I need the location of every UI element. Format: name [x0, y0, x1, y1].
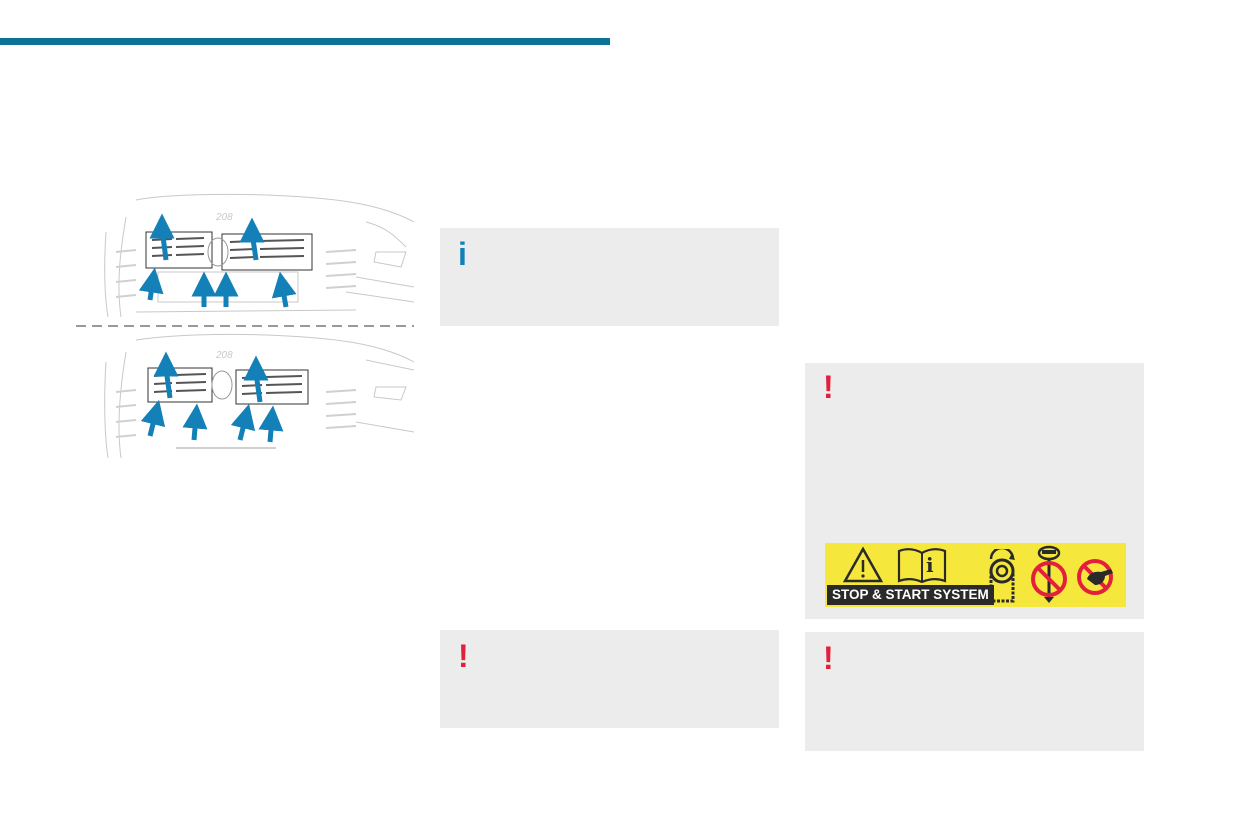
warning-triangle-icon — [843, 546, 883, 583]
model-badge-upper: 208 — [215, 212, 233, 223]
no-belt-tensioner-icon — [1031, 545, 1067, 603]
arrows-lower — [140, 351, 284, 443]
info-icon: i — [458, 236, 467, 272]
info-note-panel: i — [440, 228, 779, 326]
manual-info-glyph: i — [926, 553, 934, 577]
stop-start-decal: i STOP & START SYSTEM — [825, 543, 1126, 607]
no-hand-icon — [1077, 559, 1113, 595]
header-bar — [0, 38, 610, 45]
warning-icon: ! — [458, 638, 469, 674]
decal-label: STOP & START SYSTEM — [827, 585, 994, 605]
belt-pulley-icon — [989, 549, 1015, 603]
grille-view-lower: 208 — [104, 333, 414, 458]
model-badge-lower: 208 — [215, 350, 233, 361]
arrows-upper — [138, 213, 297, 308]
grille-view-upper: 208 — [104, 193, 414, 318]
manual-book-info-icon: i — [897, 547, 947, 583]
car-grille-illustration: 208 2 — [76, 193, 414, 458]
warning-icon: ! — [823, 369, 834, 405]
warning-icon: ! — [823, 640, 834, 676]
warning-panel-right: ! — [805, 632, 1144, 751]
warning-panel-left: ! — [440, 630, 779, 728]
warning-panel-stop-start: ! i STOP & START SYSTEM — [805, 363, 1144, 619]
